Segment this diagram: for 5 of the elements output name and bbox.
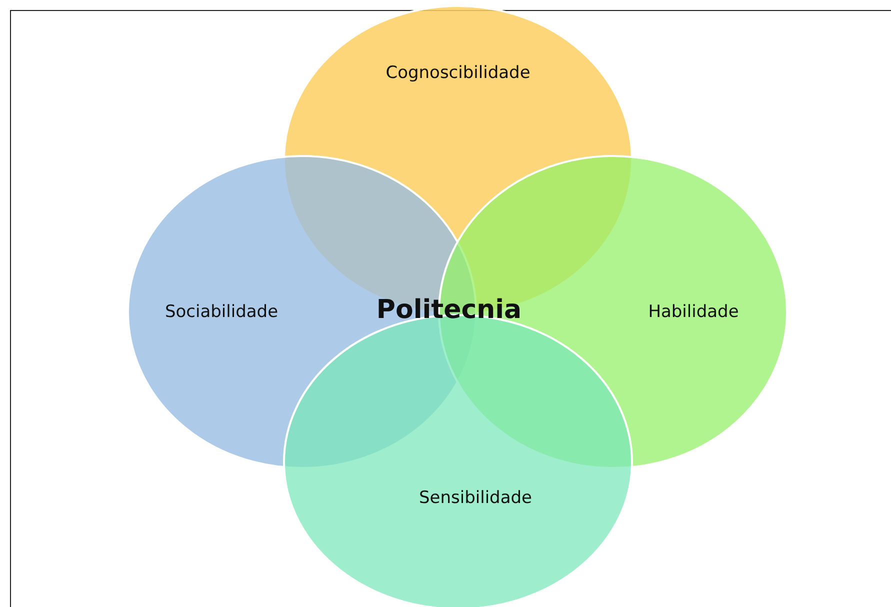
- set-label: Cognoscibilidade: [386, 63, 530, 84]
- set-label: Habilidade: [648, 302, 739, 322]
- center-label: Politecnia: [376, 295, 522, 325]
- set-label: Sociabilidade: [164, 302, 278, 322]
- set-label: Sensibilidade: [418, 488, 532, 508]
